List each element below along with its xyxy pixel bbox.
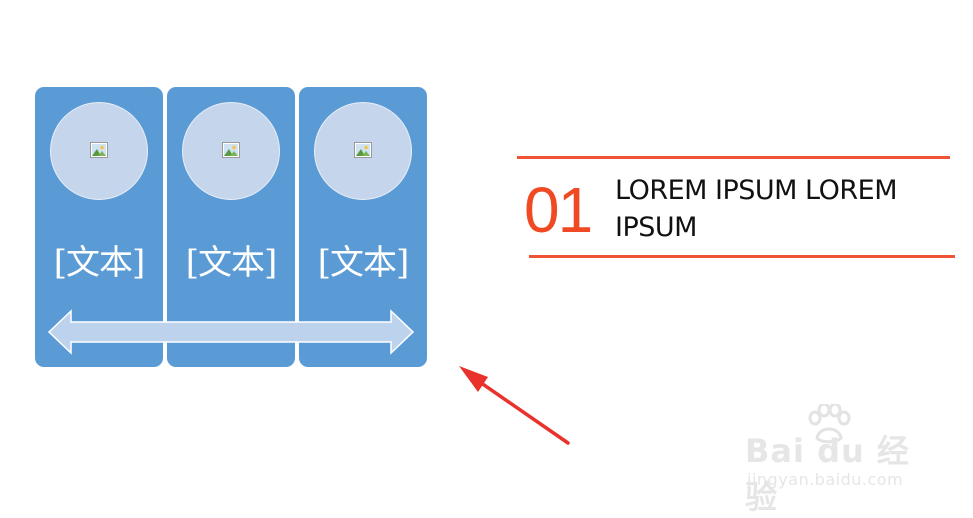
section-title[interactable]: LOREM IPSUM LOREM IPSUM [615,175,898,243]
picture-placeholder-3[interactable] [314,102,412,200]
content-panel-3: [文本] [299,87,427,367]
panel-text-3[interactable]: [文本] [317,243,410,283]
baidu-paw-icon [808,404,851,444]
pointer-arrow [459,366,570,445]
watermark-url: jingyan.baidu.com [747,470,904,489]
picture-placeholder-icon [354,142,372,158]
heading-rule-bottom [529,255,955,258]
content-panel-1: [文本] [35,87,163,367]
heading-rule-top [517,156,950,159]
section-number[interactable]: 01 [524,174,593,246]
double-headed-arrow[interactable] [47,309,415,355]
picture-placeholder-2[interactable] [182,102,280,200]
watermark-brand: Bai du 经验 [745,432,910,516]
panel-text-1[interactable]: [文本] [53,243,146,283]
panel-text-2[interactable]: [文本] [185,243,278,283]
baidu-watermark: Bai du 经验 jingyan.baidu.com [745,404,925,516]
picture-placeholder-icon [90,142,108,158]
content-panel-2: [文本] [167,87,295,367]
picture-placeholder-icon [222,142,240,158]
picture-placeholder-1[interactable] [50,102,148,200]
